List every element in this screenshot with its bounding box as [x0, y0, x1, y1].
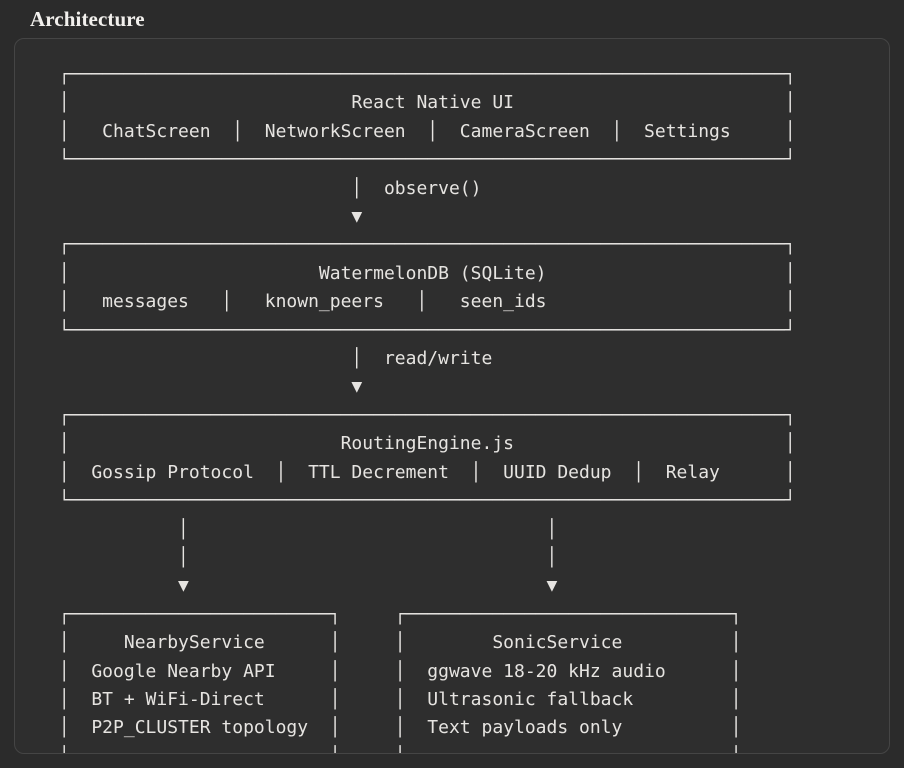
page-title: Architecture: [30, 7, 145, 31]
architecture-diagram-card: ┌───────────────────────────────────────…: [14, 38, 890, 754]
ascii-architecture-diagram: ┌───────────────────────────────────────…: [58, 64, 796, 753]
